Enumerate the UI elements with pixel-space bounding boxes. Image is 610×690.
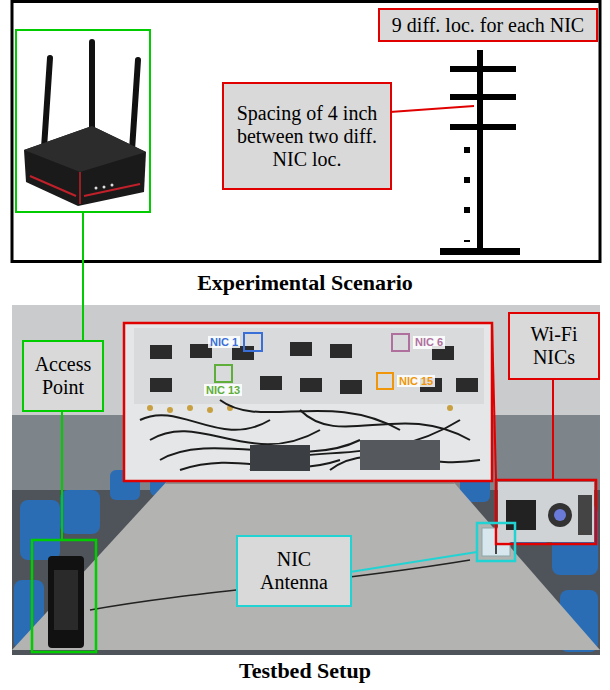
ap-frame (32, 540, 96, 652)
nic-leader (552, 380, 554, 480)
spacing-leader (390, 106, 474, 112)
panel-caption: Experimental Scenario (0, 270, 610, 296)
nic-label: NIC 15 (397, 375, 435, 387)
nic-frame (214, 364, 233, 383)
testbed-photo (12, 305, 600, 655)
router-leader (82, 212, 84, 340)
nic-marker: NIC 6 (391, 333, 445, 352)
router-frame (16, 30, 150, 212)
nic-label: NIC 1 (208, 336, 240, 348)
scenario-panel (12, 2, 600, 262)
zoom-line (492, 323, 496, 480)
nic-marker: NIC 15 (376, 372, 435, 390)
box-text: Access Point (28, 353, 98, 399)
nic-frame (376, 372, 394, 390)
box-text: Spacing of 4 inch between two diff. NIC … (228, 102, 386, 171)
note-box: Spacing of 4 inch between two diff. NIC … (222, 82, 392, 190)
nic-marker: NIC 13 (204, 364, 242, 396)
antenna-frame (477, 523, 515, 561)
note-box: 9 diff. loc. for each NIC (378, 8, 598, 42)
ap-leader (61, 412, 63, 540)
callout-box: Access Point (22, 340, 104, 412)
nic-rack-frame (496, 480, 596, 544)
nic-marker: NIC 1 (208, 332, 263, 352)
panel-caption: Testbed Setup (0, 658, 610, 684)
antenna-leader (350, 552, 477, 572)
nic-frame (243, 332, 263, 352)
box-text: 9 diff. loc. for each NIC (392, 14, 584, 37)
location-ladder (440, 50, 520, 255)
nic-label: NIC 6 (413, 336, 445, 348)
callout-box: NIC Antenna (236, 535, 352, 607)
router-illustration (24, 42, 146, 206)
nic-frame (391, 333, 410, 352)
nic-label: NIC 13 (204, 384, 242, 396)
box-text: Wi-Fi NICs (514, 323, 594, 369)
callout-box: Wi-Fi NICs (508, 312, 600, 380)
box-text: NIC Antenna (242, 548, 346, 594)
